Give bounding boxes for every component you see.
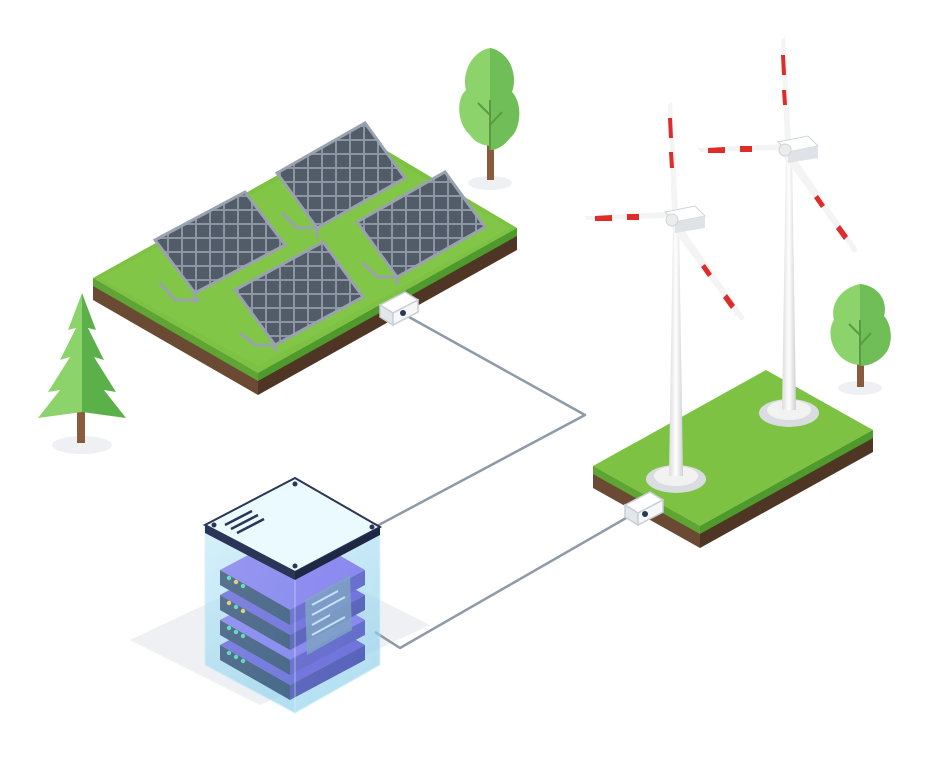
solar-panel (152, 190, 288, 303)
wind-farm (585, 36, 873, 548)
power-cable (359, 310, 641, 650)
solar-panel (274, 121, 408, 238)
vent-icon (224, 509, 265, 535)
solar-panel (354, 170, 488, 285)
pine-tree (38, 293, 126, 443)
wind-turbine (585, 101, 745, 493)
solar-connector (378, 291, 420, 327)
server-rack (202, 476, 383, 715)
deciduous-tree (459, 48, 520, 180)
wind-turbine (698, 36, 858, 427)
wind-connector (623, 491, 665, 527)
deciduous-tree (830, 284, 891, 387)
solar-farm (93, 121, 517, 395)
solar-panel (232, 240, 366, 352)
